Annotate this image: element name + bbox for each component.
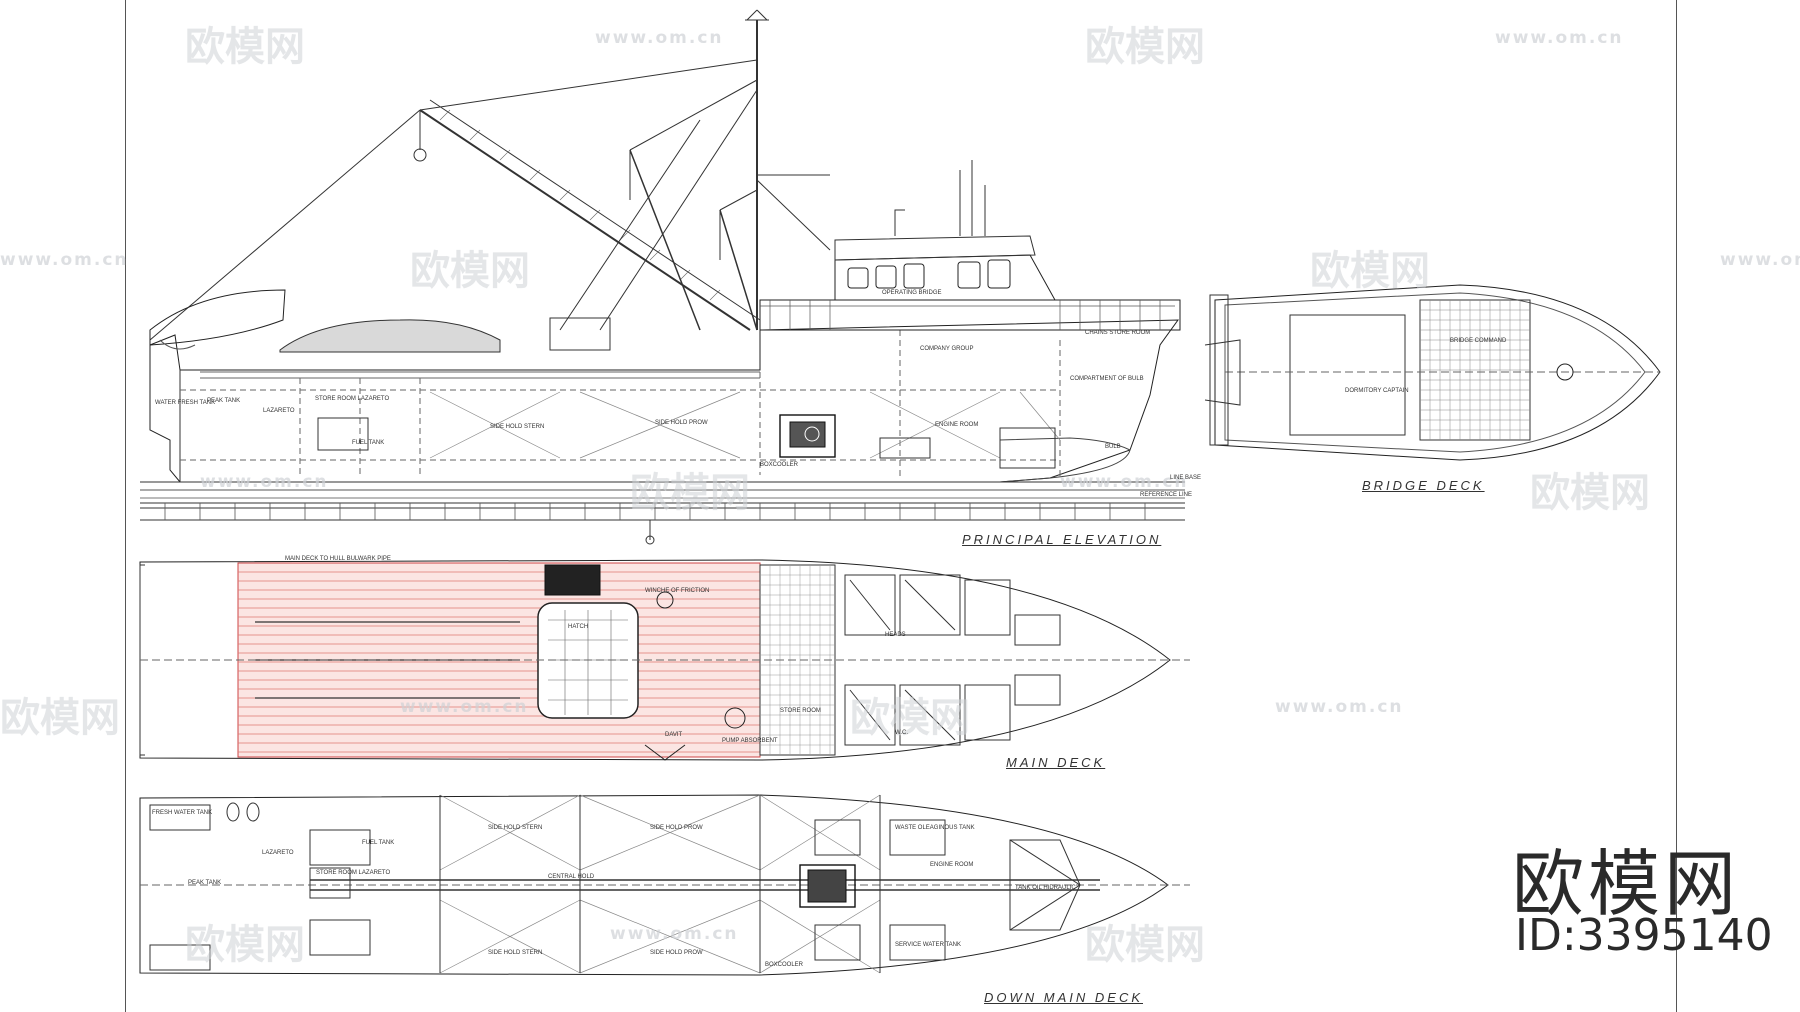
watermark-brand: 欧模网 bbox=[1310, 248, 1430, 294]
watermark-url: www.om.cn bbox=[1275, 697, 1404, 717]
watermark-url: www.om.cn bbox=[200, 472, 329, 492]
watermark-brand: 欧模网 bbox=[185, 922, 305, 968]
label-chains-store-room: CHAINS STORE ROOM bbox=[1085, 330, 1151, 336]
label-store-room-down: STORE ROOM LAZARETO bbox=[316, 870, 391, 876]
label-side-hold-prow: SIDE HOLD PROW bbox=[655, 420, 708, 426]
label-pump-absorbent: PUMP ABSORBENT bbox=[722, 738, 778, 744]
watermark-url: www.om.cn bbox=[0, 250, 129, 270]
label-fuel-tank: FUEL TANK bbox=[352, 440, 385, 446]
watermark-brand: 欧模网 bbox=[0, 695, 120, 741]
main-deck-plan bbox=[139, 559, 1190, 761]
label-waste-oleaginous-tank: WASTE OLEAGINOUS TANK bbox=[895, 825, 975, 831]
label-bulb: BULB bbox=[1105, 444, 1121, 450]
label-side-hold-prow-down: SIDE HOLD PROW bbox=[650, 825, 703, 831]
down-main-deck-plan bbox=[139, 794, 1190, 976]
label-bridge-command: BRIDGE COMMAND bbox=[1450, 338, 1507, 344]
view-title-down-main-deck: DOWN MAIN DECK bbox=[984, 990, 1143, 1005]
watermark-url: www.om.cn bbox=[595, 28, 724, 48]
label-company-group: COMPANY GROUP bbox=[920, 346, 974, 352]
watermark-url: www.om.cn bbox=[1495, 28, 1624, 48]
label-wc: W.C. bbox=[895, 730, 908, 736]
label-heads: HEADS bbox=[885, 632, 906, 638]
label-fresh-water-tank: FRESH WATER TANK bbox=[152, 810, 213, 816]
label-main-deck-to-hull: MAIN DECK TO HULL BULWARK PIPE bbox=[285, 556, 391, 562]
label-hatch: HATCH bbox=[568, 624, 589, 630]
watermark-brand: 欧模网 bbox=[1085, 24, 1205, 70]
watermark-url: www.om.cn bbox=[610, 924, 739, 944]
label-peak-tank: PEAK TANK bbox=[207, 398, 241, 404]
label-store-room-lazareto: STORE ROOM LAZARETO bbox=[315, 396, 390, 402]
label-tank-oil-hidraulic: TANK OIL HIDRAULIC bbox=[1015, 885, 1076, 891]
elevation-hull bbox=[140, 319, 1185, 545]
label-store-room: STORE ROOM bbox=[780, 708, 821, 714]
label-boxcooler-down: BOXCOOLER bbox=[765, 962, 804, 968]
model-id: ID:3395140 bbox=[1515, 910, 1773, 961]
label-side-hold-prow-down-2: SIDE HOLD PROW bbox=[650, 950, 703, 956]
label-peak-tank-down: PEAK TANK bbox=[188, 880, 222, 886]
watermark-brand: 欧模网 bbox=[185, 24, 305, 70]
label-dormitory-captain: DORMITORY CAPTAIN bbox=[1345, 388, 1409, 394]
label-engine-room-down: ENGINE ROOM bbox=[930, 862, 974, 868]
watermark-url: www.om.cn bbox=[1060, 472, 1189, 492]
watermark-brand: 欧模网 bbox=[1085, 922, 1205, 968]
watermark-url: www.om.cn bbox=[1720, 250, 1800, 270]
drawing-sheet bbox=[125, 0, 1677, 1012]
label-lazareto-down: LAZARETO bbox=[262, 850, 294, 856]
watermark-brand: 欧模网 bbox=[410, 248, 530, 294]
brand-logo-text: 欧模网 bbox=[1512, 842, 1741, 926]
watermark-brand: 欧模网 bbox=[850, 695, 970, 741]
elevation-superstructure bbox=[759, 160, 1181, 331]
elevation-rigging bbox=[149, 9, 831, 341]
label-central-hold: CENTRAL HOLD bbox=[548, 874, 595, 880]
label-compartment-bulb: COMPARTMENT OF BULB bbox=[1070, 376, 1144, 382]
label-boxcooler: BOXCOOLER bbox=[760, 462, 799, 468]
label-line-base: LINE BASE bbox=[1170, 475, 1202, 481]
label-winche-of-friction: WINCHE OF FRICTION bbox=[645, 588, 710, 594]
view-title-main-deck: MAIN DECK bbox=[1006, 755, 1106, 770]
elevation-stern-boat bbox=[149, 289, 611, 353]
label-operating-bridge: OPERATING BRIDGE bbox=[882, 290, 942, 296]
bridge-deck-plan bbox=[1204, 284, 1661, 461]
watermark-brand: 欧模网 bbox=[630, 470, 750, 516]
watermark-url: www.om.cn bbox=[400, 697, 529, 717]
label-water-fresh-tank: WATER FRESH TANK bbox=[155, 400, 216, 406]
label-service-water-tank: SERVICE WATER TANK bbox=[895, 942, 962, 948]
label-reference-line: REFERENCE LINE bbox=[1140, 492, 1193, 498]
view-title-principal-elevation: PRINCIPAL ELEVATION bbox=[962, 532, 1162, 547]
label-side-hold-stern: SIDE HOLD STERN bbox=[490, 424, 545, 430]
label-side-hold-stern-down-2: SIDE HOLD STERN bbox=[488, 950, 543, 956]
label-side-hold-stern-down: SIDE HOLD STERN bbox=[488, 825, 543, 831]
label-lazareto: LAZARETO bbox=[263, 408, 295, 414]
label-fuel-tank-down: FUEL TANK bbox=[362, 840, 395, 846]
view-title-bridge-deck: BRIDGE DECK bbox=[1362, 478, 1485, 493]
watermark-brand: 欧模网 bbox=[1530, 470, 1650, 516]
label-davit: DAVIT bbox=[665, 732, 683, 738]
label-engine-room: ENGINE ROOM bbox=[935, 422, 979, 428]
